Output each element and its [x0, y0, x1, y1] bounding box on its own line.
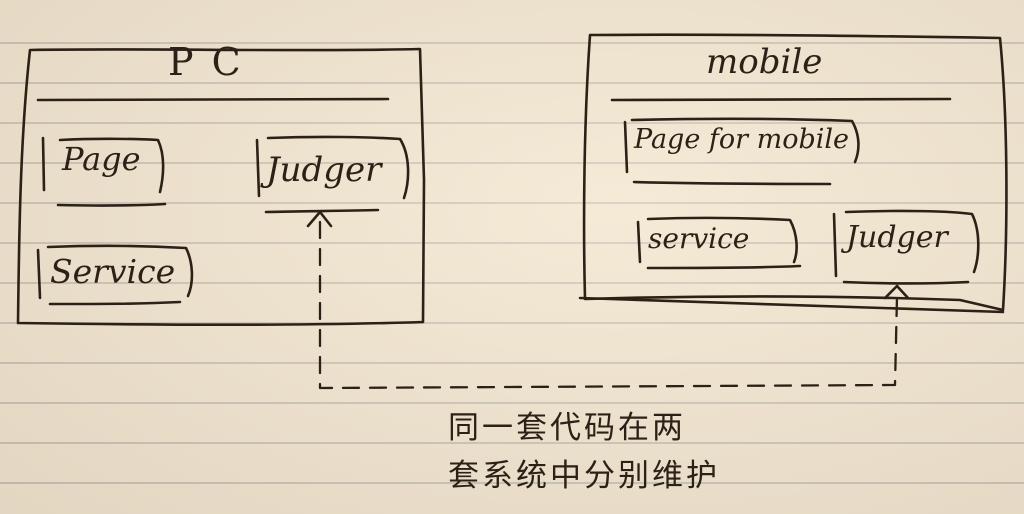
mobile-bottom-rule	[578, 296, 1005, 314]
pc-judger-module-box	[255, 135, 410, 214]
pc-judger-label: Judger	[266, 150, 382, 190]
mobile-system-box	[582, 33, 1008, 312]
mobile-judger-arrowhead	[883, 284, 910, 300]
pc-service-label: Service	[50, 252, 176, 291]
mobile-judger-module-box	[832, 209, 980, 285]
pc-judger-arrowhead	[306, 210, 333, 228]
shared-code-dashed-link	[318, 220, 899, 390]
note-line-1: 同一套代码在两	[448, 410, 686, 446]
mobile-page-label: Page for mobile	[634, 124, 850, 155]
mobile-title-divider	[610, 97, 952, 102]
mobile-title: mobile	[706, 42, 823, 82]
mobile-service-module-box	[636, 216, 802, 270]
note-line-2: 套系统中分别维护	[448, 458, 720, 494]
pc-title-divider	[36, 97, 390, 102]
mobile-page-module-box	[623, 117, 860, 186]
mobile-service-label: service	[648, 222, 750, 255]
pc-page-label: Page	[62, 140, 141, 178]
pc-page-module-box	[41, 136, 167, 207]
pc-system-box	[16, 47, 426, 327]
mobile-judger-label: Judger	[846, 220, 948, 255]
pc-service-module-box	[36, 244, 194, 306]
pc-title: PC	[168, 40, 259, 84]
